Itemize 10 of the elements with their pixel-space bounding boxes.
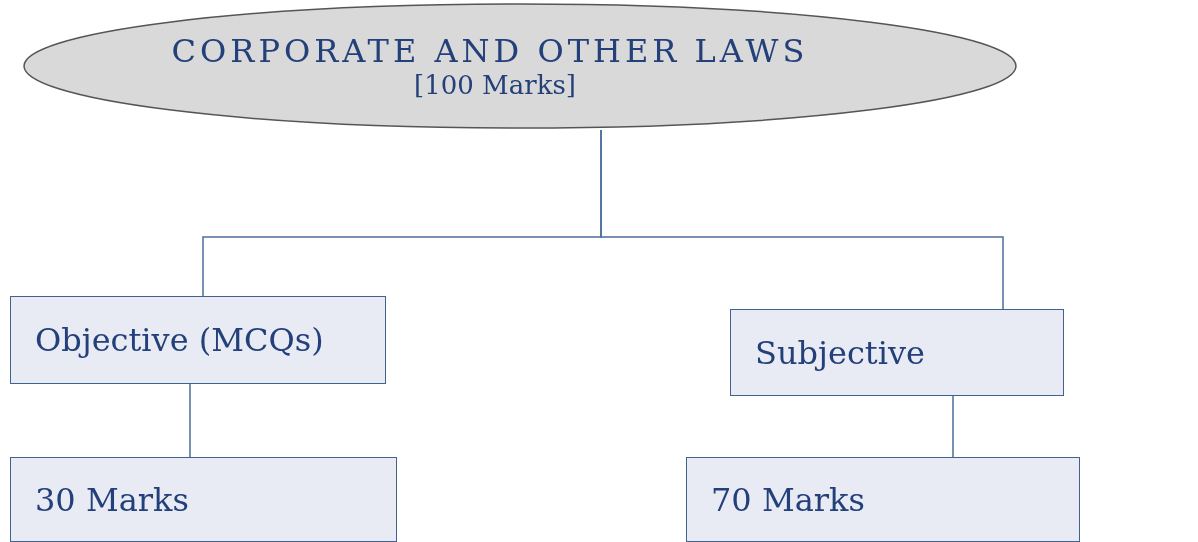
connector-line	[952, 395, 954, 458]
connector-line	[600, 129, 1004, 310]
title-text: CORPORATE AND OTHER LAWS	[171, 32, 809, 70]
process-box: Objective (MCQs)	[10, 296, 386, 384]
subtitle-text: [100 Marks]	[414, 70, 576, 100]
connector-line	[189, 383, 191, 458]
process-box: 30 Marks	[10, 457, 397, 542]
process-box: 70 Marks	[686, 457, 1080, 542]
title-ellipse	[22, 2, 1018, 130]
process-box: Subjective	[730, 309, 1064, 396]
